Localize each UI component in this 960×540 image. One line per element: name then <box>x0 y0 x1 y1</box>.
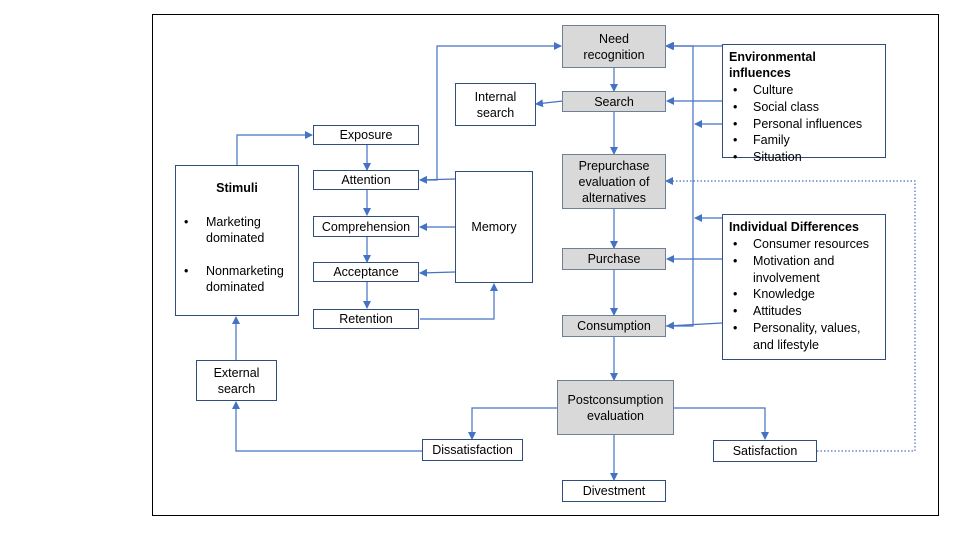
individual-item: Personality, values, and lifestyle <box>729 320 879 354</box>
node-internal-search-label: Internal search <box>474 89 517 120</box>
stimuli-item: Marketing dominated <box>184 214 290 246</box>
node-comprehension-label: Comprehension <box>321 219 411 234</box>
stimuli-title: Stimuli <box>216 181 258 195</box>
node-satisfaction: Satisfaction <box>713 440 817 462</box>
node-attention: Attention <box>313 170 419 190</box>
individual-item: Consumer resources <box>729 236 879 253</box>
individual-differences-box: Individual Differences Consumer resource… <box>722 214 886 360</box>
node-prepurchase: Prepurchase evaluation of alternatives <box>562 154 666 209</box>
individual-item: Knowledge <box>729 286 879 303</box>
node-exposure-label: Exposure <box>339 128 393 142</box>
environmental-influences-box: Environmental influences Culture Social … <box>722 44 886 166</box>
node-dissatisfaction-label: Dissatisfaction <box>432 443 513 457</box>
node-postconsumption: Postconsumption evaluation <box>557 380 674 435</box>
node-divestment: Divestment <box>562 480 666 502</box>
node-satisfaction-label: Satisfaction <box>732 444 798 458</box>
node-external-search: External search <box>196 360 277 401</box>
node-purchase-label: Purchase <box>587 252 641 266</box>
node-acceptance: Acceptance <box>313 262 419 282</box>
node-divestment-label: Divestment <box>582 484 646 498</box>
stimuli-item: Nonmarketing dominated <box>184 263 290 295</box>
arrow-satisfaction-feedback <box>665 177 916 452</box>
node-prepurchase-label: Prepurchase evaluation of alternatives <box>578 158 650 205</box>
node-comprehension: Comprehension <box>313 216 419 237</box>
node-acceptance-label: Acceptance <box>333 265 399 279</box>
arrow-post-to-dissatisfaction <box>468 407 557 440</box>
individual-differences-title: Individual Differences <box>729 220 859 234</box>
diagram-frame <box>152 14 939 516</box>
arrow-memory-to-acceptance <box>419 268 456 277</box>
environmental-item: Family <box>729 132 879 149</box>
arrow-dissatisfaction-to-external-search <box>232 401 422 452</box>
node-consumption-label: Consumption <box>577 319 651 333</box>
arrow-post-to-satisfaction <box>673 407 769 440</box>
node-external-search-label: External search <box>213 365 260 396</box>
arrow-consumption-to-need <box>665 42 694 327</box>
node-search-label: Search <box>594 94 634 109</box>
node-stimuli: Stimuli Marketing dominated Nonmarketing… <box>175 165 299 316</box>
node-exposure: Exposure <box>313 125 419 145</box>
individual-item: Motivation and involvement <box>729 253 879 287</box>
node-attention-label: Attention <box>341 173 391 187</box>
node-internal-search: Internal search <box>455 83 536 126</box>
individual-item: Attitudes <box>729 303 879 320</box>
arrow-search-to-internal-search <box>535 99 564 108</box>
node-dissatisfaction: Dissatisfaction <box>422 439 523 461</box>
arrow-ind-to-consumption <box>666 321 723 330</box>
node-need-recognition: Need recognition <box>562 25 666 68</box>
node-purchase: Purchase <box>562 248 666 270</box>
arrow-retention-to-memory <box>420 283 498 320</box>
environmental-item: Culture <box>729 82 879 99</box>
node-retention-label: Retention <box>339 312 393 326</box>
environmental-item: Social class <box>729 99 879 116</box>
environmental-influences-list: Culture Social class Personal influences… <box>729 82 879 166</box>
node-memory: Memory <box>455 171 533 283</box>
arrow-stimuli-to-exposure <box>236 131 313 165</box>
environmental-item: Personal influences <box>729 116 879 133</box>
node-consumption: Consumption <box>562 315 666 337</box>
node-retention: Retention <box>313 309 419 329</box>
node-memory-label: Memory <box>471 220 517 234</box>
environmental-influences-title: Environmental influences <box>729 50 816 80</box>
environmental-item: Situation <box>729 149 879 166</box>
individual-differences-list: Consumer resources Motivation and involv… <box>729 236 879 354</box>
node-postconsumption-label: Postconsumption evaluation <box>567 392 664 423</box>
node-search: Search <box>562 91 666 112</box>
arrow-memory-to-attention <box>419 175 456 184</box>
node-need-recognition-label: Need recognition <box>583 31 645 62</box>
